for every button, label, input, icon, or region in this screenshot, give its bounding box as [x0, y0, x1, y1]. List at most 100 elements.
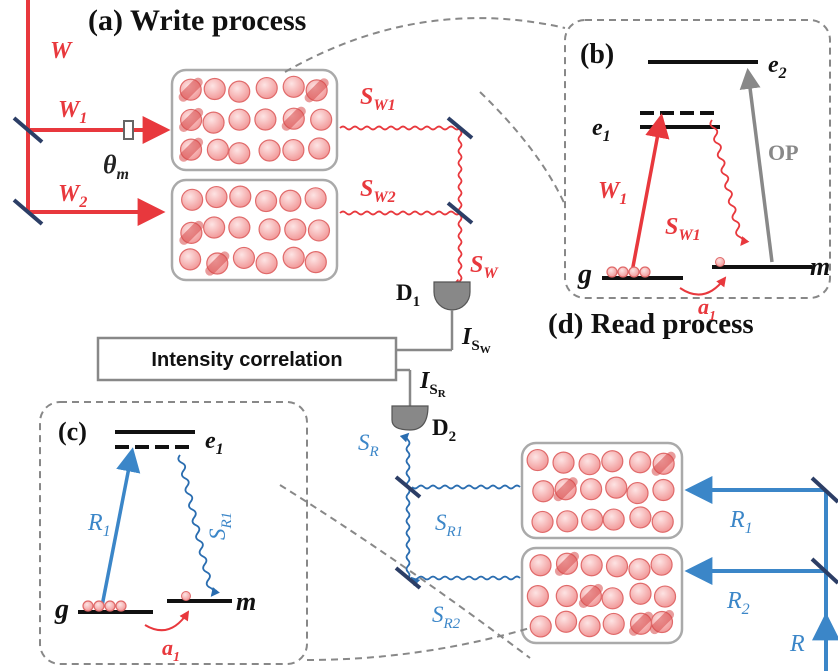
label-SW1: SW1	[360, 84, 396, 114]
atom	[628, 266, 640, 278]
atom	[232, 246, 256, 270]
arrow-R1	[100, 447, 141, 607]
mirror-r2	[810, 557, 838, 585]
atom	[653, 585, 677, 608]
atom	[206, 138, 229, 161]
mirror-w2	[12, 198, 44, 226]
atom-excited	[179, 107, 204, 132]
atom	[556, 510, 579, 533]
atom	[254, 189, 278, 213]
atom	[284, 218, 307, 241]
label-SR2: SR2	[432, 602, 461, 632]
atom	[650, 553, 673, 576]
atom	[181, 188, 204, 211]
atom-excited	[578, 583, 603, 609]
arrow-OP	[739, 67, 774, 263]
atom	[601, 450, 624, 473]
atom	[258, 139, 281, 162]
atom	[203, 216, 226, 239]
detector-D1	[396, 281, 471, 352]
read-beams	[684, 476, 838, 671]
atom	[578, 615, 601, 638]
label-D1: D1	[396, 280, 420, 310]
label-SW: SW	[470, 252, 499, 282]
d2-wire	[396, 368, 412, 406]
arrow-W1	[630, 113, 670, 273]
label-m-b: m	[810, 252, 830, 281]
arrow-a1-b	[679, 276, 727, 296]
atoms-read-2	[526, 551, 677, 638]
atom	[202, 111, 225, 134]
atom-excited	[304, 78, 329, 103]
atoms-write-1	[178, 75, 333, 165]
sw-vertical-2	[451, 214, 463, 289]
arrow-a1-c	[144, 610, 190, 632]
label-R: R	[789, 631, 805, 657]
sr2-wave	[410, 575, 521, 587]
atom-excited	[628, 611, 654, 636]
label-a1-c: a1	[162, 635, 180, 665]
label-m-c: m	[236, 587, 256, 616]
mirror-sr2	[394, 566, 422, 590]
atom	[104, 600, 116, 612]
atom	[531, 510, 554, 534]
atom	[581, 508, 604, 531]
panel-b	[284, 17, 831, 299]
atom	[580, 554, 603, 577]
read-signal-paths	[394, 432, 521, 590]
sr-vertical-2	[399, 432, 411, 483]
label-OP: OP	[768, 140, 799, 165]
atom	[606, 266, 618, 278]
write-signal-paths	[339, 116, 474, 289]
atom	[82, 600, 94, 612]
atom	[228, 108, 251, 131]
atom	[554, 610, 578, 633]
atom	[617, 266, 629, 278]
atom-excited	[651, 451, 676, 476]
atom	[629, 506, 652, 529]
phase-element	[123, 120, 134, 140]
mirror-sw1	[446, 116, 474, 140]
atom	[526, 585, 549, 608]
atom	[602, 612, 625, 636]
panel-b-label: (b)	[580, 39, 614, 70]
atom-excited	[281, 106, 306, 131]
sw2-wave	[339, 210, 461, 216]
atom	[628, 558, 651, 581]
atom	[255, 252, 278, 275]
panel-d-title: (d) Read process	[548, 308, 754, 340]
label-ISW: ISW	[461, 324, 491, 356]
atom	[602, 508, 625, 531]
label-g-c: g	[54, 594, 69, 625]
label-theta: θm	[103, 150, 129, 183]
atom	[629, 451, 652, 474]
atom	[228, 80, 251, 103]
atom-excited	[178, 137, 204, 162]
label-SR: SR	[358, 430, 379, 460]
atom	[282, 246, 305, 269]
atom	[626, 481, 649, 505]
atom	[526, 448, 549, 472]
atom	[652, 478, 675, 502]
sr-vertical-1	[405, 481, 411, 579]
label-R2: R2	[726, 588, 750, 618]
atom	[578, 453, 601, 476]
atom	[555, 584, 578, 608]
atom	[228, 142, 251, 165]
label-SW1-b: SW1	[665, 214, 701, 244]
atom-excited	[553, 477, 578, 502]
label-W1: W1	[58, 97, 87, 127]
atom-excited	[554, 551, 580, 576]
atom	[605, 476, 628, 499]
label-e2: e2	[768, 52, 787, 82]
label-SR1-c: SR1	[205, 512, 235, 540]
label-ISR: ISR	[419, 368, 447, 400]
label-e1-b: e1	[592, 115, 611, 145]
atom	[282, 75, 305, 98]
atoms-write-2	[179, 185, 331, 276]
atom	[580, 478, 603, 501]
atom	[228, 216, 251, 239]
label-a1-b: a1	[698, 294, 716, 324]
mirror-r1	[810, 476, 838, 504]
